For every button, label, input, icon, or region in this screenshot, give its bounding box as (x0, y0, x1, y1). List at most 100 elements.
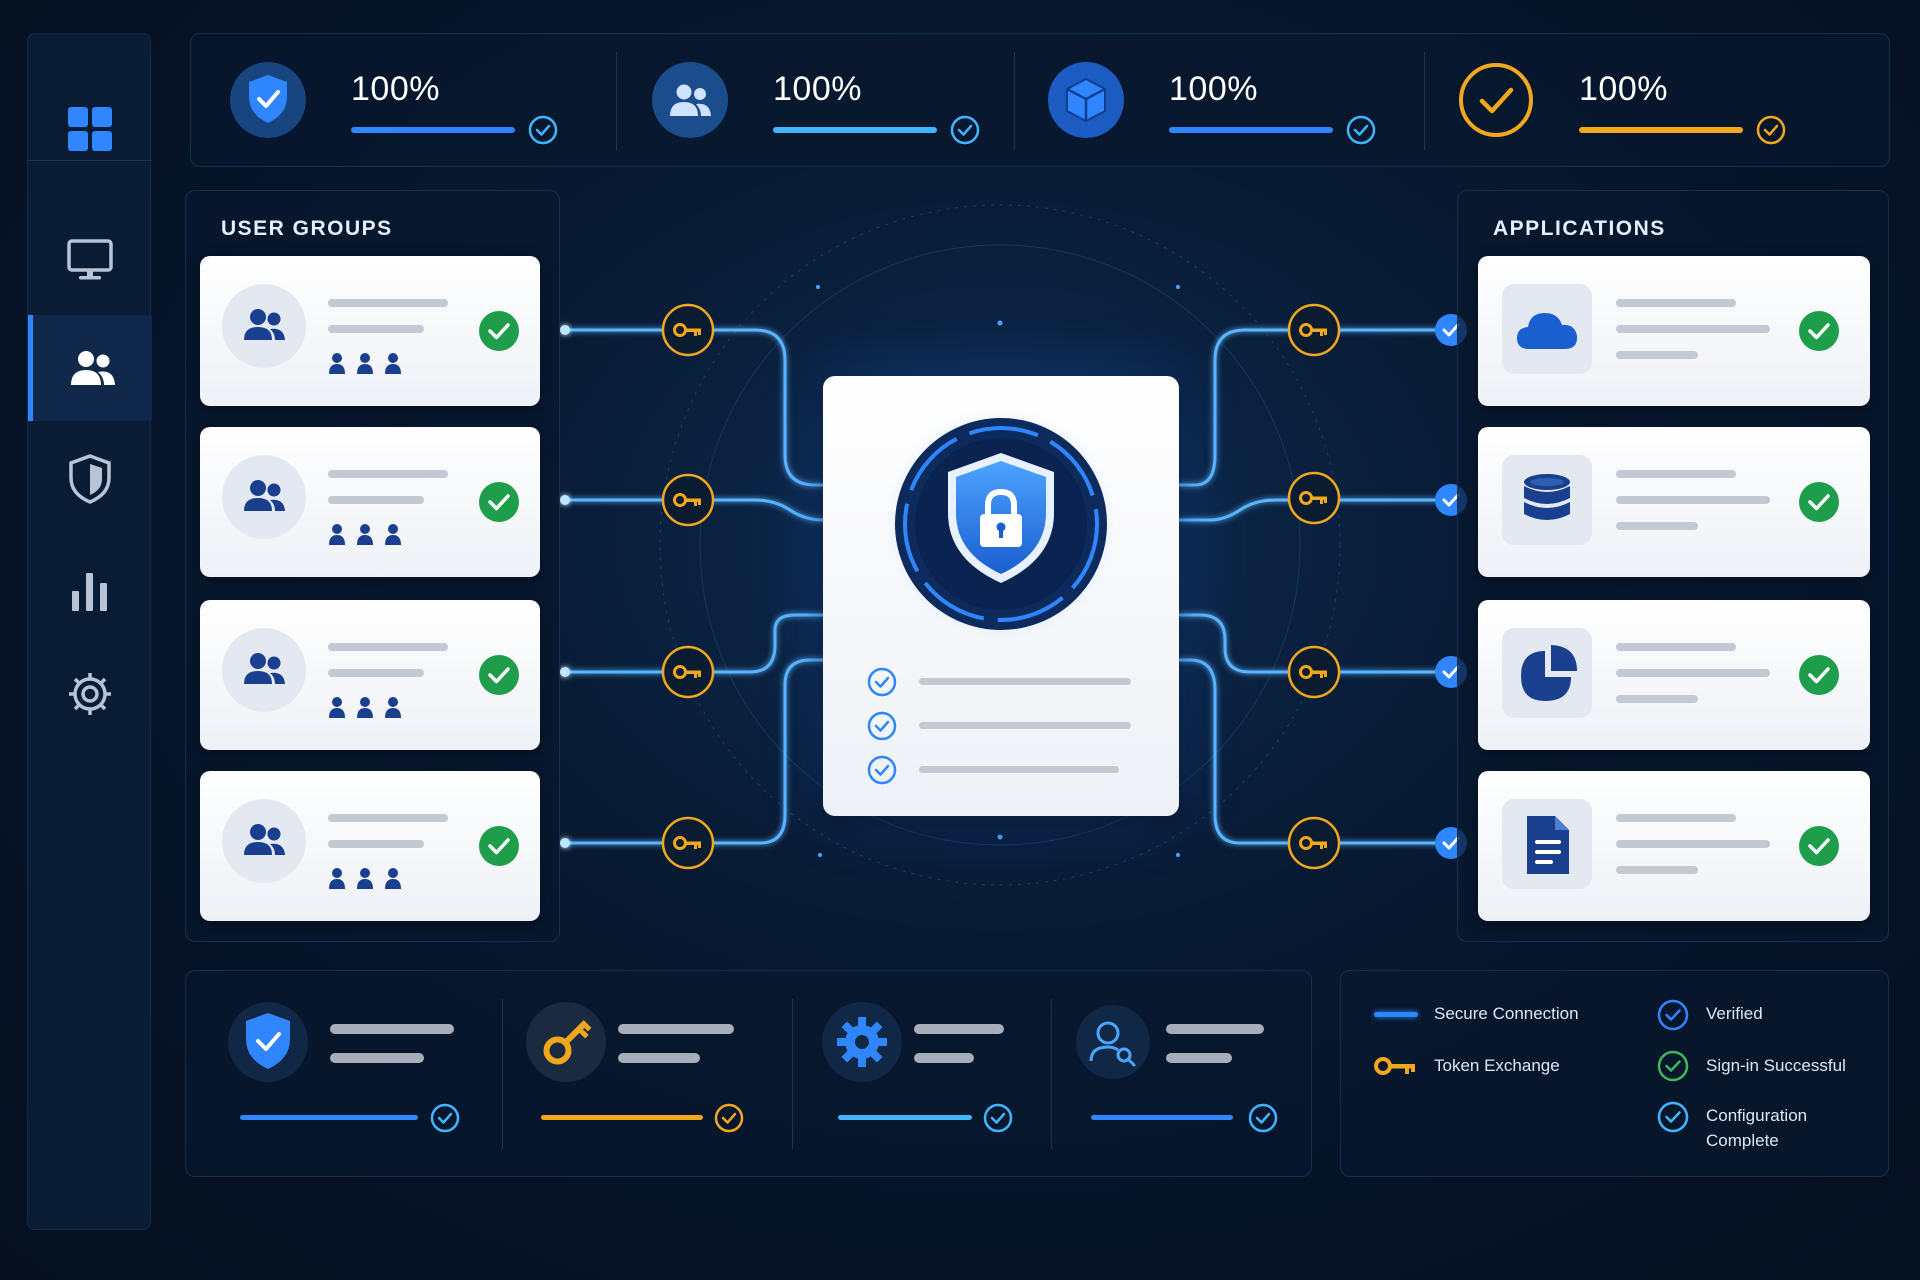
key-icon (526, 1002, 744, 1133)
monitor-icon (67, 239, 113, 280)
user-group-card[interactable] (200, 771, 540, 921)
sidebar-item-monitor[interactable] (28, 220, 152, 300)
user-search-icon (1076, 1005, 1278, 1133)
user-group-card[interactable] (200, 256, 540, 406)
placeholder-line (328, 814, 448, 822)
legend-token-exchange: Token Exchange (1434, 1056, 1560, 1075)
sidebar-item-analytics[interactable] (28, 551, 152, 631)
wire-endpoints (560, 325, 570, 848)
placeholder-line (328, 669, 424, 677)
users-icon (244, 309, 285, 340)
key-icon (673, 323, 701, 337)
user-wires (565, 328, 824, 845)
placeholder-line (1616, 496, 1770, 504)
stat-progress-bar (1169, 127, 1333, 133)
shield-check-icon (229, 61, 307, 139)
legend-verified: Verified (1706, 1004, 1763, 1023)
cloud-icon (1517, 313, 1578, 349)
members-icon (329, 868, 401, 889)
avatar (222, 628, 306, 712)
stat-value: 100% (1169, 70, 1258, 108)
placeholder-line (328, 496, 424, 504)
app-icon-tile (1502, 284, 1592, 374)
legend-configuration-line2: Complete (1706, 1131, 1779, 1150)
token-node-right-4 (1287, 816, 1341, 870)
members-icon (329, 353, 401, 374)
summary-card-token[interactable] (526, 999, 786, 1159)
stat-card-users: 100% (613, 34, 1003, 168)
users-icon (651, 61, 729, 139)
legend-configuration-complete: Configuration Complete (1706, 1103, 1807, 1153)
placeholder-line (328, 299, 448, 307)
application-card[interactable] (1478, 600, 1870, 750)
sidebar-item-security[interactable] (28, 439, 152, 519)
user-group-card[interactable] (200, 600, 540, 750)
placeholder-line (328, 840, 424, 848)
placeholder-line (328, 325, 424, 333)
token-node-left-2 (661, 473, 715, 527)
summary-divider (1051, 999, 1052, 1149)
verified-check-icon (1798, 481, 1840, 523)
check-circle-icon (1457, 61, 1535, 139)
key-icon (1299, 491, 1327, 505)
dashboard-grid-icon (68, 107, 112, 151)
placeholder-line (1616, 669, 1770, 677)
stat-card-resources: 100% (1009, 34, 1399, 168)
members-icon (329, 524, 401, 545)
avatar (222, 455, 306, 539)
application-card[interactable] (1478, 256, 1870, 406)
verified-check-icon (1798, 310, 1840, 352)
database-icon (1524, 474, 1570, 520)
key-icon (673, 493, 701, 507)
security-policy-card[interactable] (823, 376, 1179, 816)
key-icon (1299, 323, 1327, 337)
pie-chart-icon (1521, 645, 1577, 701)
placeholder-line (1616, 695, 1698, 703)
sidebar-item-users[interactable] (28, 315, 152, 421)
sidebar-item-dashboard[interactable] (28, 89, 152, 169)
verified-check-icon (1798, 654, 1840, 696)
gear-icon (69, 673, 111, 715)
applications-title: APPLICATIONS (1493, 217, 1666, 240)
users-icon (244, 480, 285, 511)
app-wires (1179, 328, 1440, 845)
token-node-right-2 (1287, 471, 1341, 525)
stat-card-security: 100% (191, 34, 581, 168)
summary-card-identity[interactable] (1076, 999, 1306, 1159)
legend-secure-connection: Secure Connection (1434, 1004, 1579, 1023)
app-icon-tile (1502, 455, 1592, 545)
checklist-item (867, 711, 1167, 741)
users-icon (244, 653, 285, 684)
user-group-card[interactable] (200, 427, 540, 577)
application-card[interactable] (1478, 771, 1870, 921)
cube-icon (1047, 61, 1125, 139)
summary-card-security[interactable] (216, 999, 486, 1159)
legend-configuration-line1: Configuration (1706, 1106, 1808, 1125)
stat-value: 100% (351, 70, 440, 108)
members-icon (329, 697, 401, 718)
key-icon (673, 665, 701, 679)
sidebar-item-settings[interactable] (28, 654, 152, 734)
user-groups-title: USER GROUPS (221, 217, 393, 240)
gear-icon (822, 1002, 1013, 1133)
users-icon (244, 824, 285, 855)
checklist-item (867, 667, 1167, 697)
stat-divider (616, 52, 617, 150)
check-icon (528, 115, 558, 145)
summary-card-config[interactable] (816, 999, 1046, 1159)
shield-lock-icon (878, 401, 1124, 647)
placeholder-line (1616, 325, 1770, 333)
check-icon (1346, 115, 1376, 145)
stat-divider (1014, 52, 1015, 150)
token-node-left-4 (661, 816, 715, 870)
legend-signin-successful: Sign-in Successful (1706, 1056, 1846, 1075)
shield-check-icon (228, 1002, 460, 1133)
document-icon (1527, 816, 1569, 874)
legend-panel: Secure Connection Token Exchange Verifie… (1340, 970, 1889, 1177)
placeholder-line (1616, 866, 1698, 874)
placeholder-line (1616, 351, 1698, 359)
application-card[interactable] (1478, 427, 1870, 577)
placeholder-line (1616, 522, 1698, 530)
token-node-right-1 (1287, 303, 1341, 357)
checklist-item (867, 755, 1167, 785)
